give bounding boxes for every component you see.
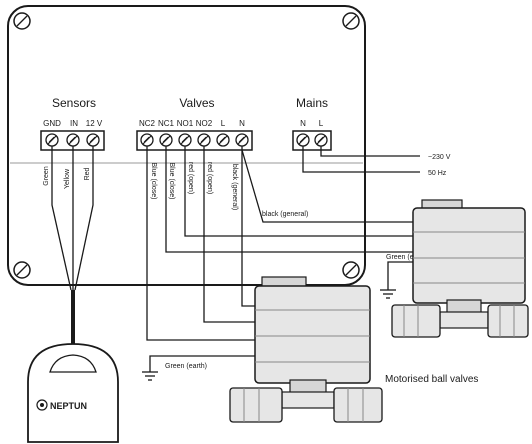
valve-wire-label-nc1: Blue (close) <box>168 163 175 200</box>
screw-terminal-icon <box>159 133 173 147</box>
voltage-label: ~230 V <box>428 154 451 161</box>
terminal-label-nc1: NC1 <box>158 119 175 128</box>
valve-wire-label-no1: red (open) <box>187 162 194 194</box>
terminal-label-mains-l: L <box>319 119 324 128</box>
earth-ground-icon <box>142 371 158 381</box>
sensor-wire-label-red: Red <box>84 167 91 180</box>
screw-terminal-icon <box>314 133 328 147</box>
terminal-label-12v: 12 V <box>86 119 103 128</box>
earth-ground-icon <box>380 289 396 299</box>
corner-screw-icon <box>13 261 31 279</box>
valve-wires <box>146 146 413 341</box>
corner-screw-icon <box>342 261 360 279</box>
valve-wire-label-no2: red (open) <box>206 162 213 194</box>
screw-terminal-icon <box>216 133 230 147</box>
screw-terminal-icon <box>197 133 211 147</box>
brand-label: NEPTUN <box>50 401 87 411</box>
motorised-ball-valve-top <box>391 199 529 338</box>
motorised-ball-valve-bottom <box>229 276 383 423</box>
valve-wire-label-n: black (general) <box>231 164 238 210</box>
valve-terminal-labels: NC2 NC1 NO1 NO2 L N <box>139 119 245 128</box>
screw-terminal-icon <box>86 133 100 147</box>
corner-screw-icon <box>13 12 31 30</box>
sensor-terminal-block <box>40 130 105 151</box>
screw-terminal-icon <box>178 133 192 147</box>
sensors-heading: Sensors <box>52 96 96 110</box>
mains-terminal-block <box>292 130 332 151</box>
sensor-wire-label-green: Green <box>43 166 50 186</box>
mains-heading: Mains <box>296 96 328 110</box>
valve-wire-label-nc2: Blue (close) <box>150 163 157 200</box>
corner-screw-icon <box>342 12 360 30</box>
green-earth-bottom-label: Green (earth) <box>165 363 207 370</box>
screw-terminal-icon <box>45 133 59 147</box>
sensor-terminal-labels: GND IN 12 V <box>43 119 103 128</box>
screw-terminal-icon <box>140 133 154 147</box>
earth-wire-bottom <box>149 355 270 372</box>
water-leak-sensor: NEPTUN <box>27 343 119 443</box>
screw-terminal-icon <box>296 133 310 147</box>
screw-terminal-icon <box>66 133 80 147</box>
frequency-label: 50 Hz <box>428 170 447 177</box>
sensor-wires <box>51 146 94 291</box>
green-earth-top-label: Green (earth) <box>386 254 428 261</box>
terminal-label-mains-n: N <box>300 119 306 128</box>
terminal-label-nc2: NC2 <box>139 119 156 128</box>
terminal-label-in: IN <box>70 119 78 128</box>
black-general-label: black (general) <box>262 211 308 218</box>
sensor-wire-label-yellow: Yellow <box>64 168 71 189</box>
terminal-label-l: L <box>221 119 226 128</box>
terminal-label-n: N <box>239 119 245 128</box>
terminal-label-no2: NO2 <box>196 119 213 128</box>
valves-heading: Valves <box>179 96 214 110</box>
valves-caption: Motorised ball valves <box>385 374 478 385</box>
mains-terminal-labels: N L <box>300 119 324 128</box>
valve-terminal-block <box>136 130 253 151</box>
mains-wires <box>302 146 420 173</box>
terminal-label-no1: NO1 <box>177 119 194 128</box>
neptun-logo-icon <box>36 399 48 411</box>
terminal-label-gnd: GND <box>43 119 61 128</box>
screw-terminal-icon <box>235 133 249 147</box>
